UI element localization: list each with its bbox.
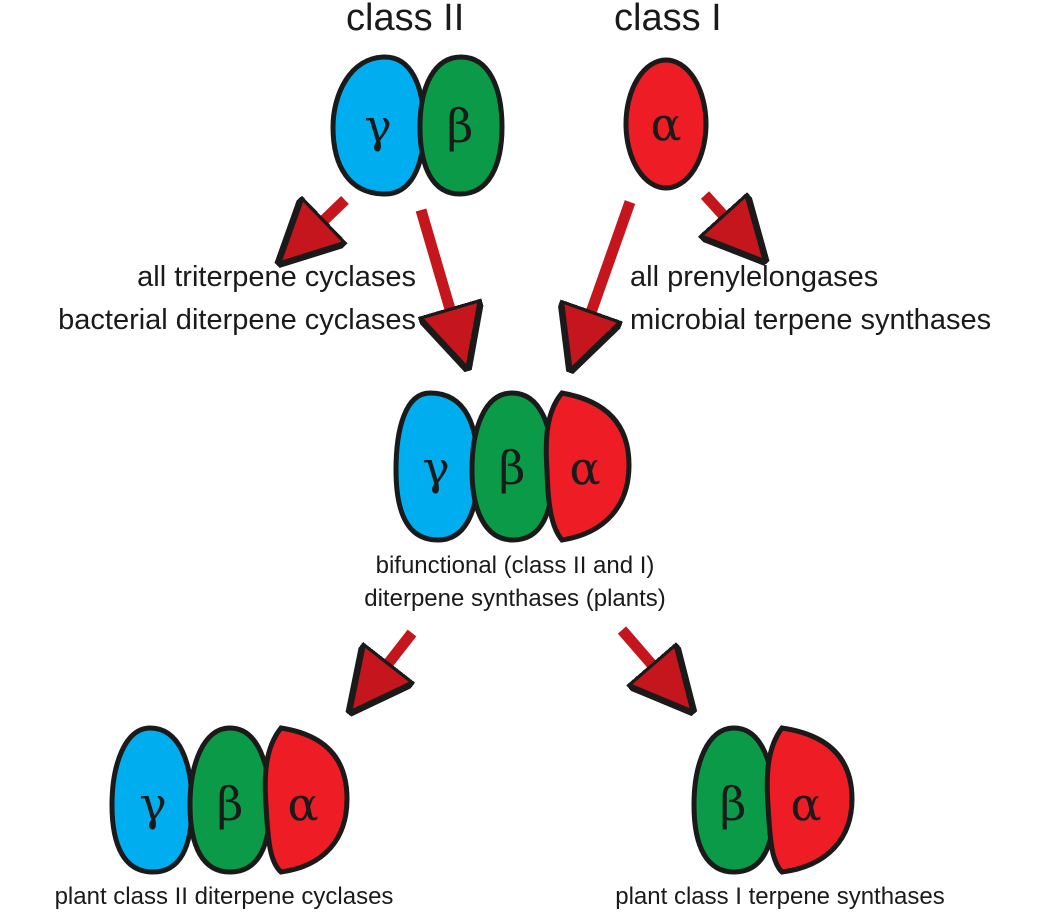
beta-symbol: β: [447, 99, 474, 153]
class-i-product-line: all prenylelongases: [630, 261, 879, 293]
alpha-symbol: α: [650, 97, 681, 151]
arrow-bifunctional-to-plant-class-i: [617, 626, 680, 697]
alpha-domain: [262, 725, 350, 875]
class-ii-enzyme: γ β: [330, 54, 505, 197]
class-ii-product-line: bacterial diterpene cyclases: [58, 304, 416, 336]
gamma-symbol: γ: [364, 99, 392, 153]
alpha-symbol: α: [790, 777, 821, 831]
bifunctional-caption-line: bifunctional (class II and I): [375, 552, 655, 579]
beta-symbol: β: [217, 777, 244, 831]
plant-class-ii-caption: plant class II diterpene cyclases: [54, 883, 394, 910]
beta-symbol: β: [499, 441, 526, 495]
beta-symbol: β: [720, 777, 747, 831]
alpha-symbol: α: [569, 441, 600, 495]
alpha-domain: [623, 57, 709, 191]
class-i-enzyme: α: [623, 57, 709, 191]
alpha-domain: [543, 390, 632, 543]
gamma-symbol: γ: [422, 441, 450, 495]
class-ii-products-label: all triterpene cyclases bacterial diterp…: [58, 256, 416, 342]
class-i-heading: class I: [614, 0, 722, 39]
bifunctional-caption-line: diterpene synthases (plants): [364, 585, 666, 612]
arrows: [293, 191, 752, 697]
beta-domain: [417, 54, 505, 197]
alpha-symbol: α: [287, 777, 318, 831]
gamma-domain: [109, 725, 195, 875]
plant-class-i-caption: plant class I terpene synthases: [615, 883, 945, 910]
arrow-bifunctional-to-plant-class-ii: [362, 629, 417, 697]
class-ii-product-line: all triterpene cyclases: [137, 261, 416, 293]
class-ii-heading: class II: [346, 0, 465, 39]
class-i-products-label: all prenylelongases microbial terpene sy…: [630, 256, 991, 342]
bifunctional-caption: bifunctional (class II and I) diterpene …: [330, 549, 700, 615]
arrow-class-i-to-prenylelongases: [705, 191, 752, 247]
alpha-domain: [764, 725, 855, 875]
plant-class-ii-enzyme: γ β α: [109, 725, 350, 875]
arrow-class-i-to-bifunctional: [577, 200, 636, 352]
gamma-symbol: γ: [139, 777, 167, 831]
arrow-class-ii-to-triterpene: [293, 200, 349, 250]
plant-class-i-enzyme: β α: [691, 725, 855, 875]
class-i-product-line: microbial terpene synthases: [630, 304, 992, 336]
arrow-class-ii-to-bifunctional: [415, 208, 462, 350]
bifunctional-enzyme: γ β α: [393, 390, 632, 543]
